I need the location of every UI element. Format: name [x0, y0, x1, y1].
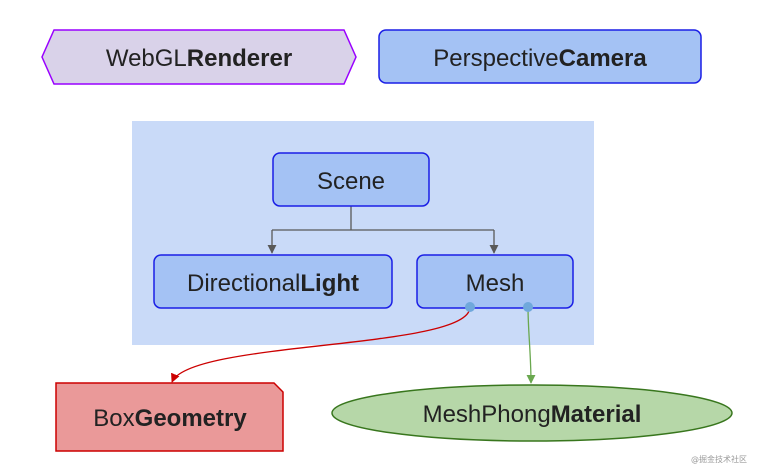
scene-connectors	[267, 206, 499, 254]
scene-label: Scene	[317, 168, 385, 195]
mesh-phong-material-node: MeshPhongMaterial	[331, 384, 733, 442]
material-bold: Material	[551, 401, 642, 428]
camera-bold: Camera	[559, 45, 648, 72]
mesh-geometry-port	[465, 302, 475, 312]
mesh-node: Mesh	[416, 254, 574, 309]
svg-text:DirectionalLight: DirectionalLight	[187, 270, 359, 297]
svg-text:BoxGeometry: BoxGeometry	[93, 405, 247, 432]
mesh-label: Mesh	[466, 270, 525, 297]
light-bold: Light	[300, 270, 359, 297]
light-prefix: Directional	[187, 270, 300, 297]
geometry-bold: Geometry	[135, 405, 248, 432]
webgl-renderer-bold: Renderer	[187, 45, 292, 72]
svg-text:PerspectiveCamera: PerspectiveCamera	[433, 45, 647, 72]
svg-text:Scene: Scene	[317, 168, 385, 195]
svg-text:WebGLRenderer: WebGLRenderer	[106, 45, 292, 72]
material-prefix: MeshPhong	[423, 401, 551, 428]
svg-text:Mesh: Mesh	[466, 270, 525, 297]
svg-text:MeshPhongMaterial: MeshPhongMaterial	[423, 401, 642, 428]
mesh-to-material-connector	[526, 306, 536, 384]
watermark-text: @掘金技术社区	[691, 454, 747, 464]
geometry-prefix: Box	[93, 405, 134, 432]
perspective-camera-node: PerspectiveCamera	[378, 29, 702, 84]
camera-prefix: Perspective	[433, 45, 558, 72]
webgl-renderer-node: WebGLRenderer	[41, 29, 357, 85]
box-geometry-node: BoxGeometry	[55, 382, 284, 452]
scene-node: Scene	[272, 152, 430, 207]
webgl-renderer-prefix: WebGL	[106, 45, 187, 72]
mesh-material-port	[523, 302, 533, 312]
directional-light-node: DirectionalLight	[153, 254, 393, 309]
mesh-to-geometry-connector	[171, 306, 471, 383]
